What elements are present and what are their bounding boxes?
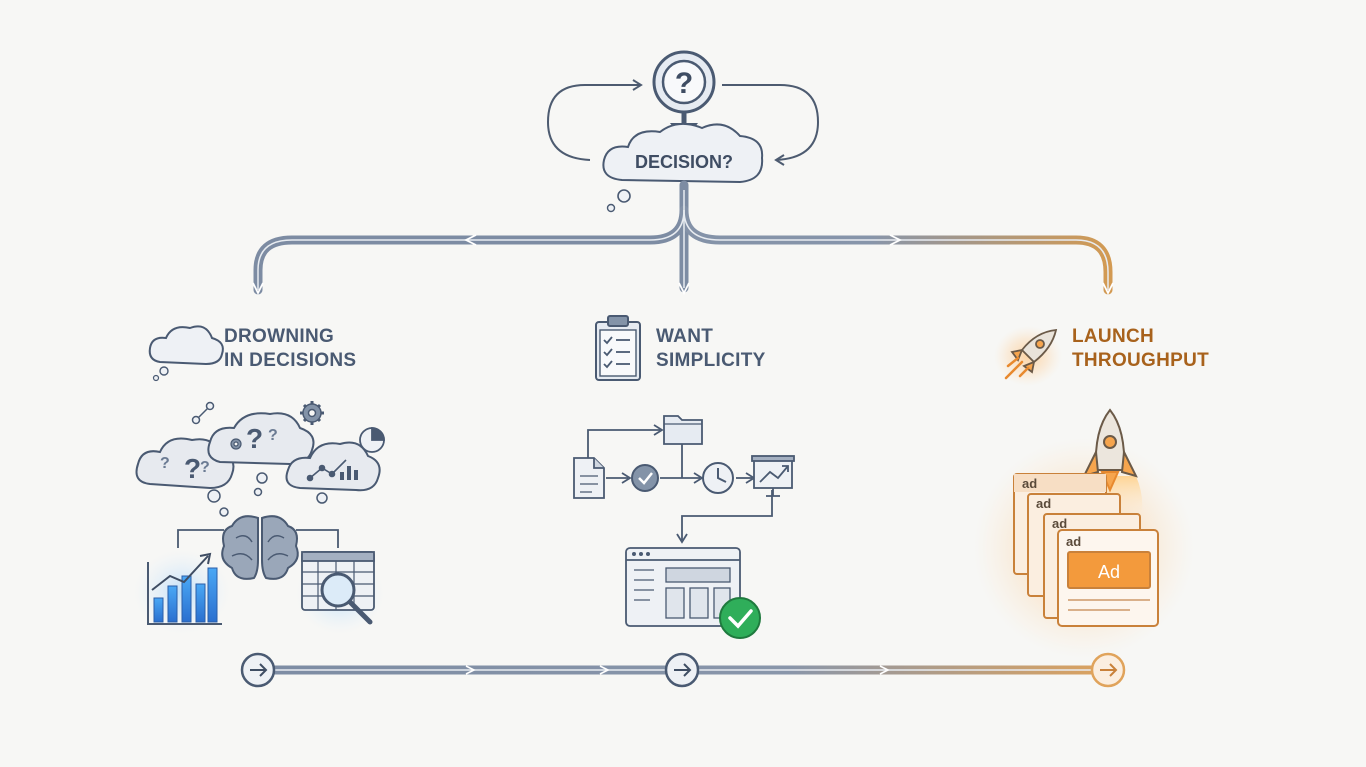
document-icon	[573, 457, 605, 499]
presentation-chart-icon	[751, 455, 795, 497]
clipboard-checklist-icon	[595, 315, 641, 381]
progress-node-start	[240, 652, 276, 688]
question-mark: ?	[675, 67, 693, 100]
small-rocket-icon	[1004, 328, 1058, 380]
middle-heading: WANT SIMPLICITY	[656, 326, 766, 371]
spreadsheet-search-icon	[301, 551, 375, 625]
loop-arrow-right	[722, 84, 820, 161]
question-clouds	[135, 412, 381, 517]
cloud-question-marks: ? ? ? ? ?	[160, 423, 278, 484]
small-gear-icon	[230, 438, 242, 450]
thought-cloud-icon	[148, 325, 224, 382]
clock-icon	[702, 462, 734, 494]
bar-chart-icon	[147, 552, 222, 625]
progress-node-middle	[664, 652, 700, 688]
decision-cloud: DECISION?	[602, 122, 764, 213]
svg-text:?: ?	[268, 427, 278, 444]
loop-arrow-left	[546, 84, 640, 161]
check-circle-icon	[631, 464, 659, 492]
svg-text:ad: ad	[1022, 476, 1037, 491]
loop-arrowhead-right	[774, 154, 785, 166]
simplicity-flow	[587, 424, 773, 544]
left-heading: DROWNING IN DECISIONS	[224, 326, 357, 371]
svg-text:ad: ad	[1066, 534, 1081, 549]
brain-connector-right	[296, 529, 339, 548]
svg-text:ad: ad	[1052, 516, 1067, 531]
gear-icon	[300, 401, 324, 425]
ad-banner-label: Ad	[1098, 562, 1120, 582]
svg-text:?: ?	[184, 453, 201, 484]
right-heading: LAUNCH THROUGHPUT	[1072, 326, 1210, 371]
svg-text:?: ?	[246, 423, 263, 454]
pie-chart-icon	[359, 427, 385, 453]
ad-banner	[1067, 551, 1151, 589]
decision-loop	[546, 79, 820, 166]
progress-node-end	[1090, 652, 1126, 688]
ad-card-stack: ad ad ad ad Ad	[1013, 473, 1159, 627]
svg-text:?: ?	[200, 459, 210, 476]
branch-connector	[252, 180, 1114, 296]
brain-icon	[221, 515, 299, 580]
success-check-icon	[719, 597, 761, 639]
progress-track	[240, 652, 1126, 688]
loop-arrowhead-left	[632, 79, 643, 91]
decision-label: DECISION?	[635, 152, 733, 172]
svg-text:ad: ad	[1036, 496, 1051, 511]
svg-text:?: ?	[160, 455, 170, 472]
mini-chart-icon	[306, 459, 358, 482]
brain-connector-left	[177, 529, 224, 548]
folder-icon	[663, 415, 703, 445]
network-node-icon	[191, 401, 215, 425]
